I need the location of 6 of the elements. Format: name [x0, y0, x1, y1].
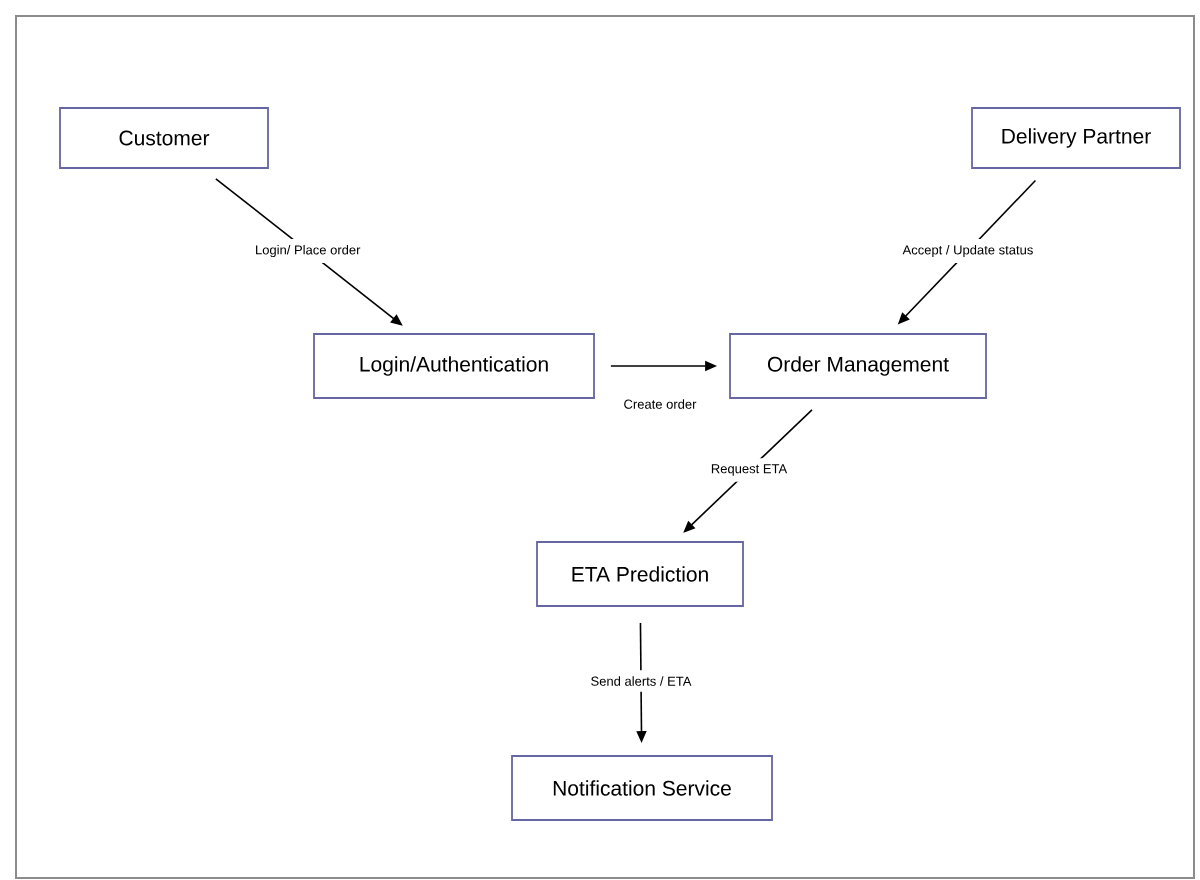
process-box: Customer: [59, 107, 269, 169]
process-box: Order Management: [729, 333, 987, 399]
process-box: Delivery Partner: [971, 107, 1181, 169]
process-box: Login/Authentication: [313, 333, 595, 399]
process-box: ETA Prediction: [536, 541, 744, 607]
process-box: Notification Service: [511, 755, 773, 821]
